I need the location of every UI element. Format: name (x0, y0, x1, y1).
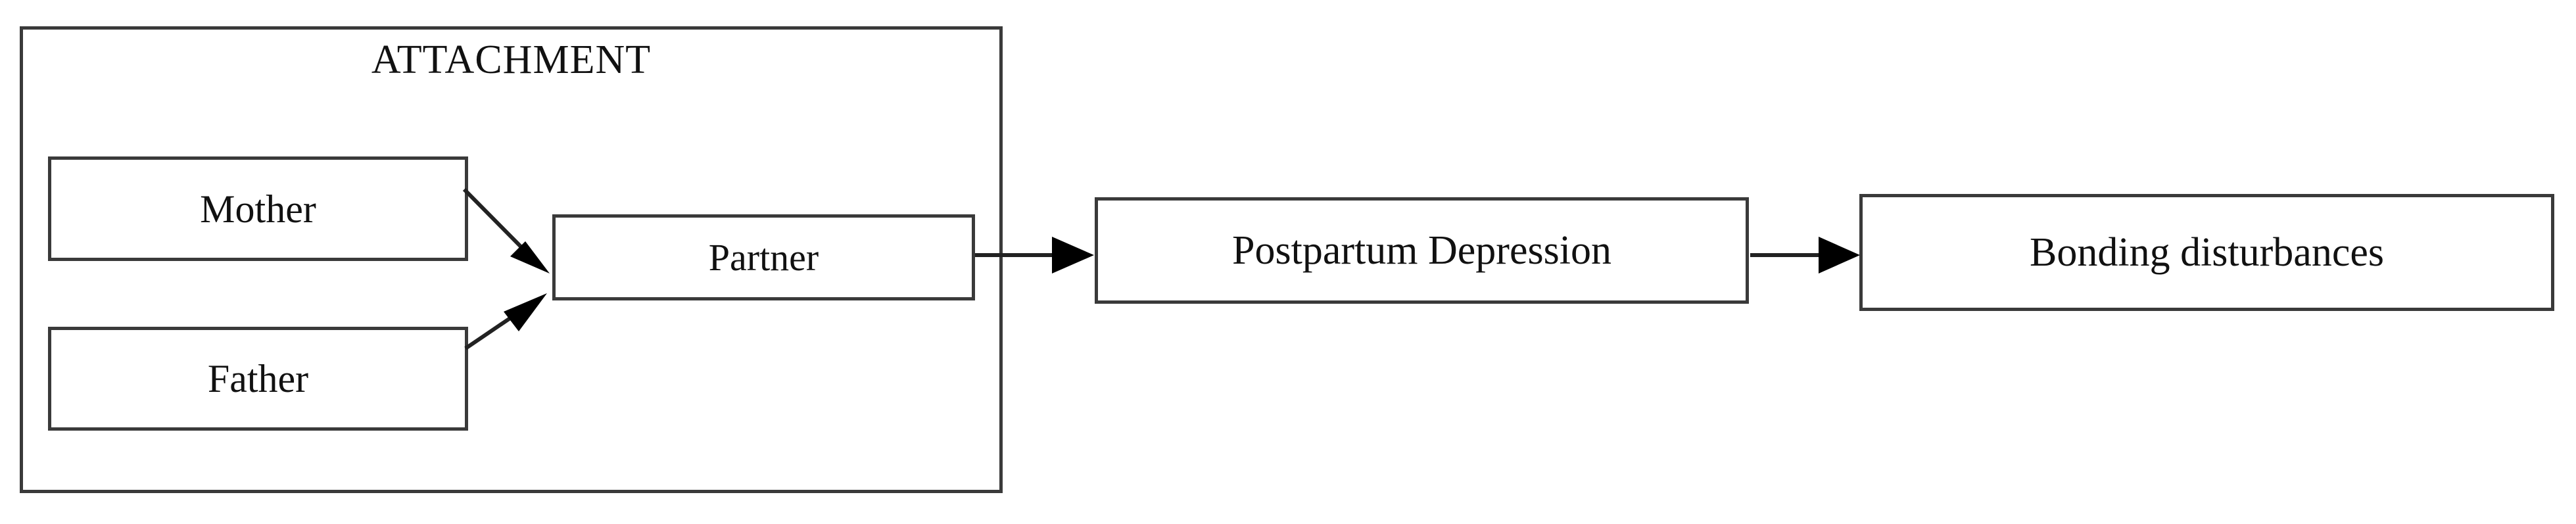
attachment-group-box (20, 26, 1003, 493)
node-bonding-disturbances-label: Bonding disturbances (2030, 230, 2384, 275)
node-father-label: Father (207, 357, 309, 400)
node-bonding-disturbances: Bonding disturbances (1859, 194, 2554, 311)
node-postpartum-depression-label: Postpartum Depression (1232, 228, 1611, 273)
node-partner-label: Partner (708, 235, 819, 279)
node-mother-label: Mother (200, 187, 316, 231)
node-partner: Partner (552, 214, 975, 300)
node-mother: Mother (48, 156, 468, 261)
arrow-postpartum-depression-to-bonding-disturbances (1750, 237, 1860, 274)
node-father: Father (48, 327, 468, 431)
node-postpartum-depression: Postpartum Depression (1095, 197, 1749, 304)
attachment-group-title: ATTACHMENT (371, 37, 652, 82)
